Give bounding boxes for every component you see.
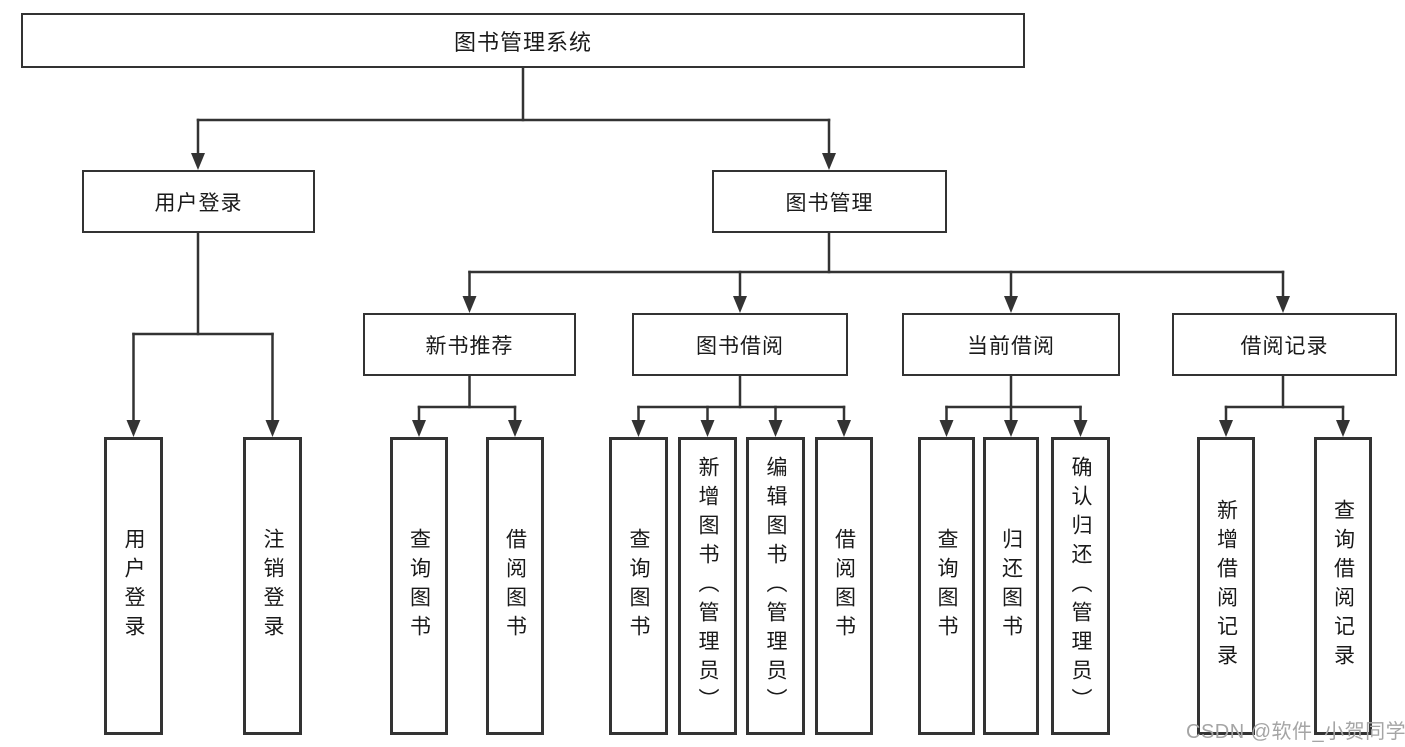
node-borrowing-records: 借阅记录 — [1172, 313, 1397, 376]
node-current-borrowing: 当前借阅 — [902, 313, 1120, 376]
leaf-add-book-admin: 新增图书（管理员） — [678, 437, 737, 735]
arrowheads — [126, 153, 1350, 437]
node-book-borrowing: 图书借阅 — [632, 313, 848, 376]
leaf-query-books: 查询图书 — [390, 437, 448, 735]
leaf-query-books: 查询图书 — [609, 437, 668, 735]
leaf-edit-book-admin: 编辑图书（管理员） — [746, 437, 805, 735]
watermark-csdn: CSDN @软件_小贺同学 — [1186, 721, 1405, 743]
node-new-book-recommend: 新书推荐 — [363, 313, 576, 376]
leaf-query-books: 查询图书 — [918, 437, 975, 735]
leaf-add-borrow-record: 新增借阅记录 — [1197, 437, 1255, 735]
leaf-confirm-return-admin: 确认归还（管理员） — [1051, 437, 1110, 735]
node-book-management: 图书管理 — [712, 170, 947, 233]
node-library-system: 图书管理系统 — [21, 13, 1025, 68]
leaf-return-books: 归还图书 — [983, 437, 1039, 735]
leaf-borrow-books: 借阅图书 — [815, 437, 873, 735]
node-user-login: 用户登录 — [82, 170, 315, 233]
leaf-query-borrow-record: 查询借阅记录 — [1314, 437, 1372, 735]
leaf-borrow-books: 借阅图书 — [486, 437, 544, 735]
leaf-user-login: 用户登录 — [104, 437, 163, 735]
leaf-logout: 注销登录 — [243, 437, 302, 735]
